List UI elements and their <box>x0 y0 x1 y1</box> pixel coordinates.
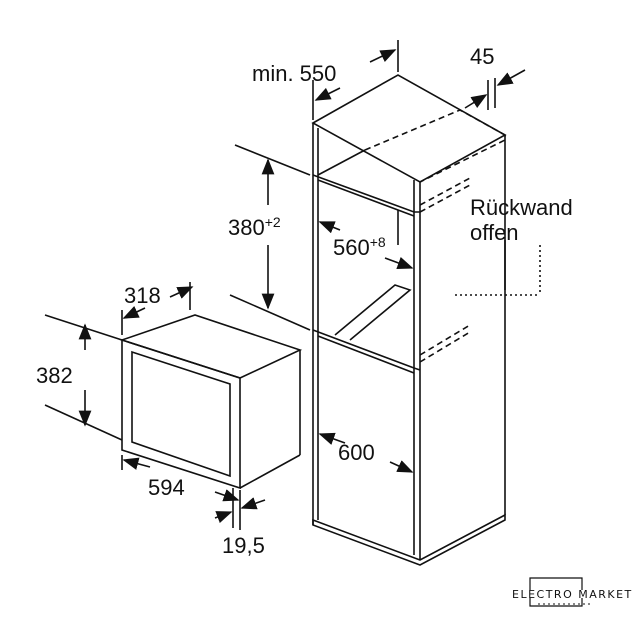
label-rear-gap: 45 <box>470 44 494 69</box>
label-appliance-depth: 318 <box>124 283 161 308</box>
dimension-lines <box>44 40 541 530</box>
label-cabinet-inner-width: 600 <box>338 440 375 465</box>
label-niche-height: 380+2 <box>228 214 281 240</box>
note-back-wall: Rückwand <box>470 195 573 220</box>
tall-cabinet <box>311 74 507 566</box>
label-appliance-height: 382 <box>36 363 73 388</box>
label-niche-width: 560+8 <box>333 234 386 260</box>
label-front-offset: 19,5 <box>222 533 265 558</box>
electro-market-logo: ELECTRO MARKET <box>512 577 633 607</box>
built-in-microwave <box>119 314 303 490</box>
label-cabinet-depth: min. 550 <box>252 61 336 86</box>
label-appliance-width: 594 <box>148 475 185 500</box>
note-open: offen <box>470 220 519 245</box>
logo-text: ELECTRO MARKET <box>512 588 633 601</box>
